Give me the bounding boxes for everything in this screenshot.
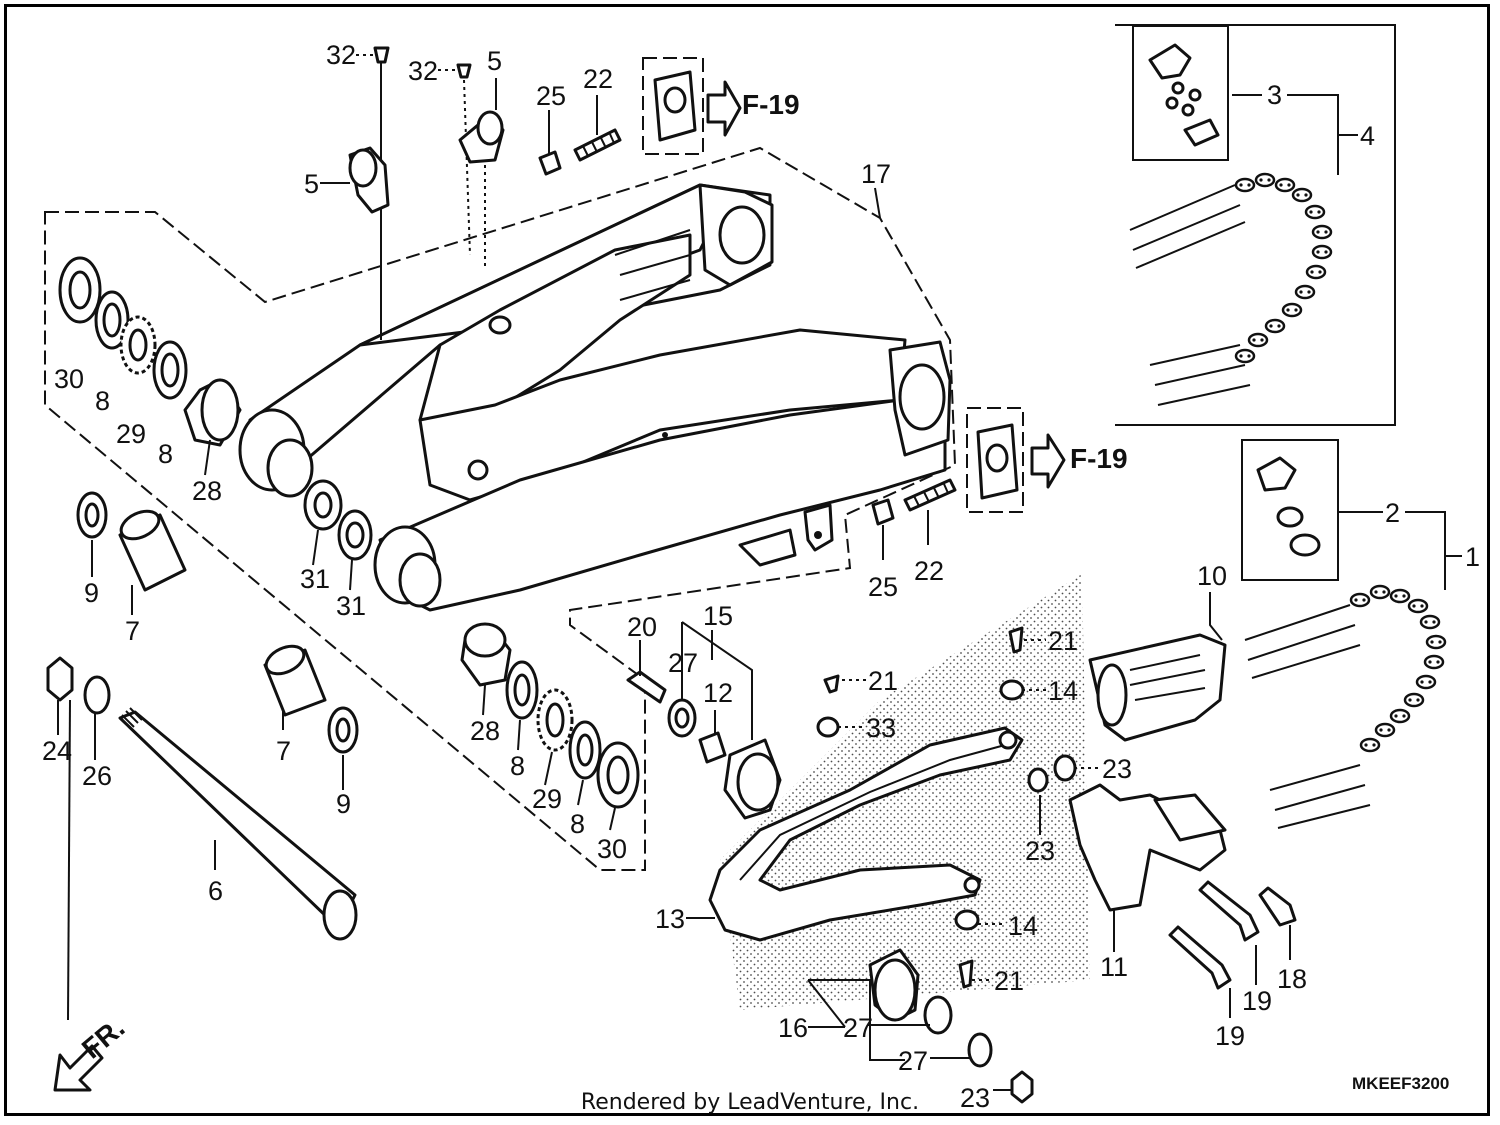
callout: 8 — [510, 751, 525, 781]
bolt-21b — [1008, 626, 1024, 654]
nut-25b — [871, 498, 895, 526]
nut-14 — [999, 679, 1025, 701]
diagram-code: MKEEF3200 — [1352, 1074, 1450, 1093]
nut-23c — [1010, 1070, 1034, 1104]
callout: 32 — [326, 40, 356, 70]
callout: 28 — [192, 476, 222, 506]
callout: 11 — [1100, 952, 1128, 982]
callout: 3 — [1267, 80, 1282, 110]
callout: 32 — [408, 56, 438, 86]
ref-box-top — [642, 57, 704, 155]
nut-25 — [538, 150, 562, 176]
chain-kit-panel — [1115, 24, 1396, 426]
master-link-box — [1132, 25, 1229, 161]
callout: 5 — [304, 169, 319, 199]
callout: 21 — [868, 666, 898, 696]
callout: 14 — [1008, 911, 1038, 941]
nut-23 — [1027, 767, 1049, 793]
callout: 23 — [1025, 836, 1055, 866]
callout: 31 — [300, 564, 330, 594]
callout: 15 — [703, 601, 733, 631]
ref-arrow-top — [706, 80, 742, 137]
drive-chain-top — [1234, 172, 1333, 364]
callout: 13 — [655, 904, 685, 934]
reference-label: F-19 — [742, 89, 800, 120]
bolt-32b — [456, 63, 472, 79]
callout: 17 — [861, 159, 891, 189]
swingarm — [238, 183, 952, 612]
nut-23b — [1053, 754, 1077, 782]
callout: 21 — [994, 966, 1024, 996]
callout: 25 — [868, 572, 898, 602]
callout: 22 — [914, 556, 944, 586]
bushing-27c — [967, 1032, 993, 1068]
swingarm-group-outline — [44, 146, 957, 871]
callout: 29 — [532, 784, 562, 814]
callout: 22 — [583, 64, 613, 94]
pivot-bolt-6 — [118, 710, 357, 922]
callout: 30 — [54, 364, 84, 394]
collar-12 — [698, 731, 727, 764]
callout: 16 — [778, 1013, 808, 1043]
callout: 19 — [1215, 1021, 1245, 1051]
nut-24 — [46, 656, 74, 702]
washer-33 — [816, 716, 840, 738]
callout: 6 — [208, 876, 223, 906]
callout: 9 — [84, 578, 99, 608]
bolt-32 — [373, 46, 390, 64]
callout: 20 — [627, 612, 657, 642]
callout: 8 — [95, 386, 110, 416]
callout: 7 — [125, 616, 140, 646]
nut-14b — [954, 909, 980, 931]
callout: 33 — [866, 713, 896, 743]
chain-slider-arm-13 — [708, 726, 1024, 942]
callout: 27 — [898, 1046, 928, 1076]
footer-credit: Rendered by LeadVenture, Inc. — [580, 1090, 920, 1115]
master-link-box-2 — [1241, 439, 1339, 581]
callout: 9 — [336, 789, 351, 819]
ref-arrow-mid — [1030, 433, 1066, 489]
callout: 10 — [1197, 561, 1227, 591]
washer-26 — [83, 675, 111, 715]
callout: 14 — [1048, 676, 1078, 706]
callout: 7 — [276, 736, 291, 766]
pivot-stack-left — [58, 256, 242, 447]
callout: 23 — [1102, 754, 1132, 784]
bushing-27b — [923, 995, 953, 1035]
callout: 8 — [570, 809, 585, 839]
callout: 27 — [668, 648, 698, 678]
callout: 18 — [1277, 964, 1307, 994]
ref-box-mid — [966, 407, 1024, 513]
callout: 30 — [597, 834, 627, 864]
pivot-stack-right — [460, 622, 640, 809]
callout: 23 — [960, 1083, 990, 1113]
bolt-21 — [823, 674, 840, 694]
reference-label: F-19 — [1070, 443, 1128, 474]
callout: 25 — [536, 81, 566, 111]
callout: 26 — [82, 761, 112, 791]
front-direction-arrow — [53, 1044, 104, 1092]
callout-numbers: 32 32 5 5 25 22 17 3 4 30 8 29 8 28 9 7 … — [42, 40, 1480, 1113]
drive-chain-bottom — [1349, 584, 1447, 753]
callout: 1 — [1465, 542, 1480, 572]
bolt-20 — [626, 670, 667, 704]
bolt-19 — [1198, 880, 1260, 942]
callout: 24 — [42, 736, 72, 766]
leader-lines — [57, 54, 1462, 1091]
callout: 2 — [1385, 498, 1400, 528]
callout: 8 — [158, 439, 173, 469]
callout: 29 — [116, 419, 146, 449]
callout: 21 — [1048, 626, 1078, 656]
callout: 27 — [843, 1013, 873, 1043]
callout: 31 — [336, 591, 366, 621]
callout: 4 — [1360, 121, 1375, 151]
bolt-21c — [958, 959, 974, 989]
bolt-18 — [1258, 886, 1297, 927]
bolt-19b — [1168, 925, 1232, 990]
callout: 28 — [470, 716, 500, 746]
callout: 12 — [703, 678, 733, 708]
callout: 19 — [1242, 986, 1272, 1016]
callout: 5 — [487, 46, 502, 76]
